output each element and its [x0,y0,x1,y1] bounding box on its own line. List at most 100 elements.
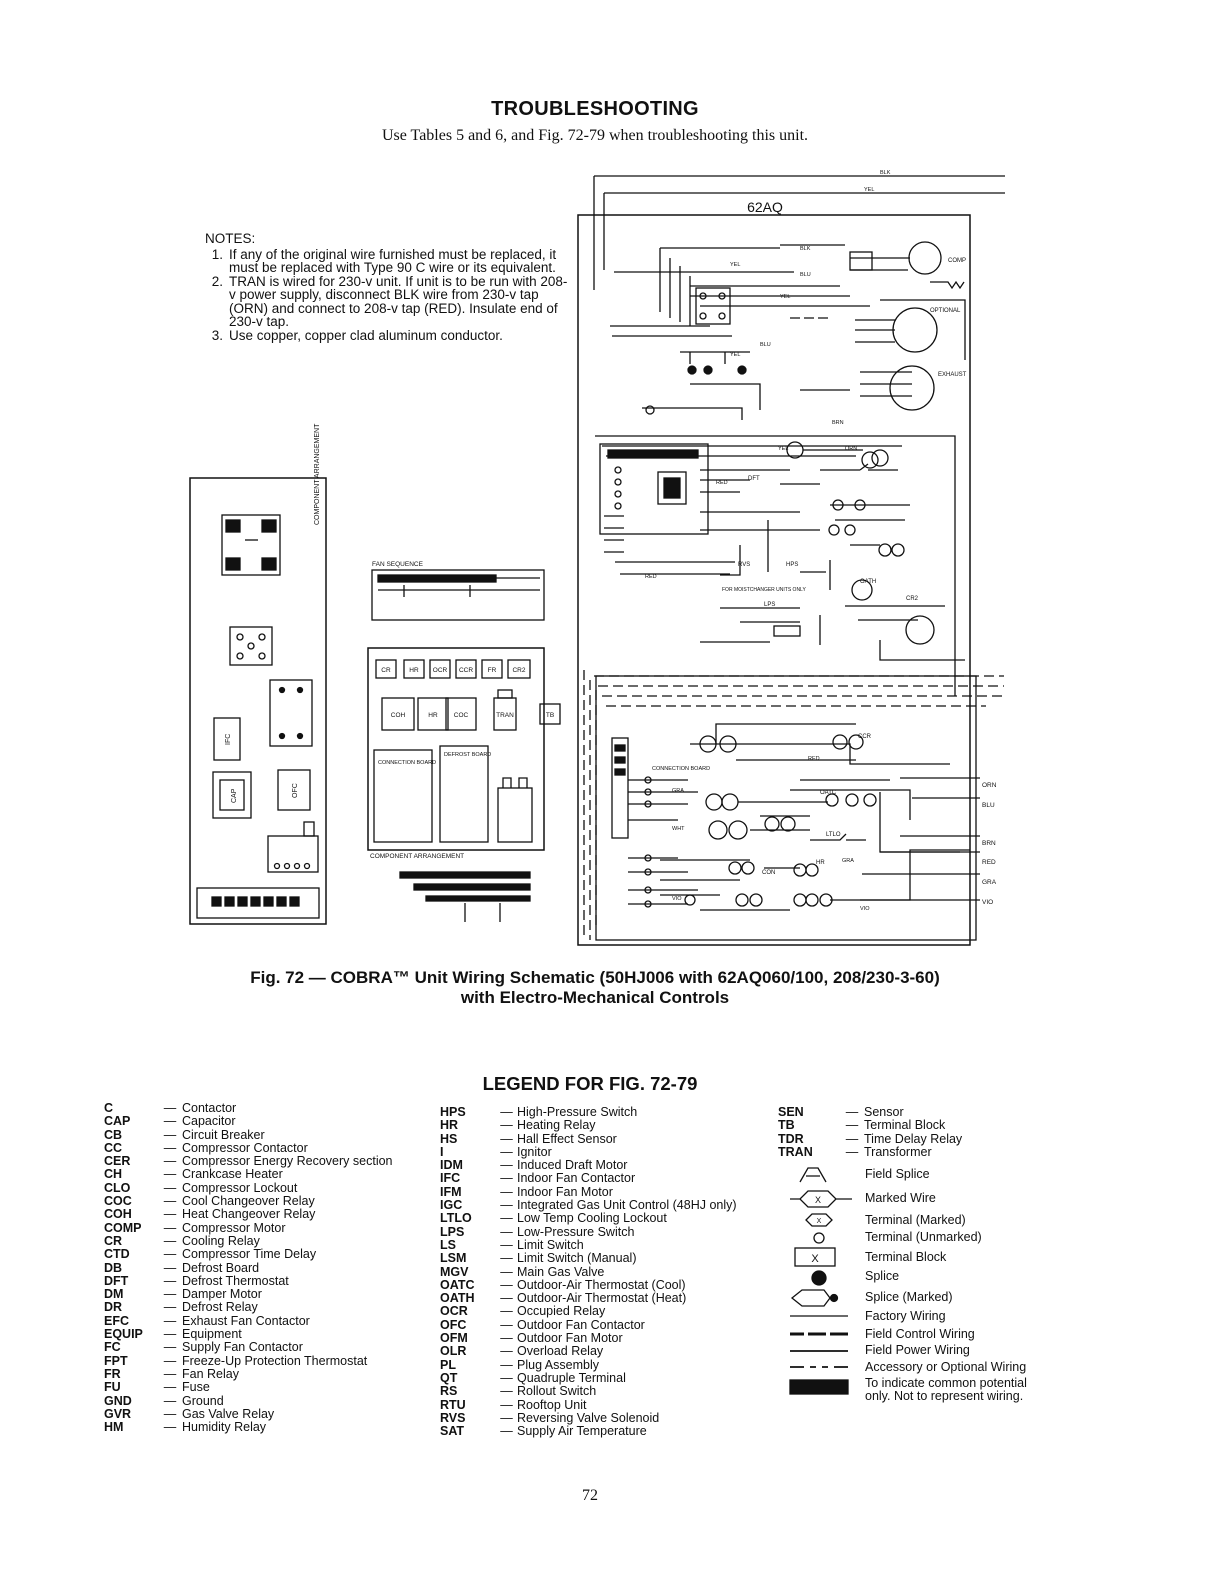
legend-abbr: CH [104,1167,123,1182]
legend-dash: — [163,1247,177,1262]
legend-dash: — [163,1406,177,1421]
legend-row: LSM—Limit Switch (Manual) [440,1251,737,1265]
schematic-main: 62AQ COMP OPTIONAL EXHAUST [577,170,1005,946]
legend-dash: — [500,1171,513,1186]
legend-title: LEGEND FOR FIG. 72-79 [482,1073,698,1094]
legend-abbr: IFC [440,1171,461,1186]
legend-row: FU—Fuse [104,1380,393,1395]
legend-dash: — [163,1353,177,1368]
terminal-marked-symbol [805,1213,833,1227]
legend-dash: — [500,1370,513,1385]
symbol-label-splice: Splice [865,1269,900,1283]
legend-abbr: SEN [778,1105,804,1119]
legend-dash: — [500,1317,513,1332]
legend-desc: Supply Fan Contactor [182,1340,303,1355]
legend-abbr: RVS [440,1410,466,1425]
wire-label-wht: WHT [672,826,685,832]
legend-desc: Outdoor-Air Thermostat (Heat) [517,1291,687,1306]
legend-abbr: LPS [440,1224,465,1239]
legend-desc: Outdoor Fan Motor [517,1331,623,1346]
cr2-label: CR2 [906,596,919,602]
ifc-label: IFC [225,734,232,745]
defrost-board-label: DEFROST BOARD [444,752,491,758]
legend-abbr: DFT [104,1273,129,1288]
legend-abbr: EQUIP [104,1327,143,1342]
legend-dash: — [500,1158,513,1173]
legend-dash: — [500,1291,513,1306]
legend-row: CH—Crankcase Heater [104,1167,393,1182]
legend-abbr: LS [440,1237,456,1252]
component-arrangement-panel: COMPONENT ARRANGEMENT IFC CAP OFC [189,423,327,925]
edge-label-red: RED [982,859,996,866]
legend-desc: Low Temp Cooling Lockout [517,1211,667,1226]
legend-abbr: DR [104,1300,123,1315]
legend-row: FPT—Freeze-Up Protection Thermostat [104,1353,393,1368]
legend-row: IGC—Integrated Gas Unit Control (48HJ on… [440,1198,737,1213]
legend-row: HR—Heating Relay [440,1118,737,1133]
legend-abbr: CC [104,1140,123,1155]
legend-row: RVS—Reversing Valve Solenoid [440,1410,737,1425]
legend-row: COC—Cool Changeover Relay [104,1194,393,1209]
legend-desc: Plug Assembly [517,1357,599,1372]
legend-dash: — [500,1304,513,1319]
rvs-label: RVS [738,562,750,568]
legend-dash: — [500,1331,513,1346]
legend-abbr: HR [440,1118,459,1133]
legend-row: CLO—Compressor Lockout [104,1181,393,1195]
legend-desc: Sensor [864,1105,904,1119]
legend-row: GVR—Gas Valve Relay [104,1406,393,1421]
legend-desc: Induced Draft Motor [517,1158,628,1173]
legend-abbr: COC [104,1194,132,1209]
page-subtitle: Use Tables 5 and 6, and Fig. 72-79 when … [381,127,809,144]
wire-label-red: RED [808,756,820,762]
legend-dash: — [500,1118,513,1133]
contactor-tran-label: TRAN [496,712,514,719]
legend-row: OATH—Outdoor-Air Thermostat (Heat) [440,1291,737,1306]
legend-dash: — [163,1340,177,1355]
legend-dash: — [163,1366,177,1381]
splice-symbol [811,1270,827,1286]
note-number: 2. [211,273,223,289]
splice-marked-symbol [790,1289,831,1307]
symbol-label-common-potential: To indicate common potential only. Not t… [865,1376,1027,1403]
legend-row: COH—Heat Changeover Relay [104,1207,393,1222]
legend-desc: Time Delay Relay [864,1131,963,1146]
legend-row: LTLO—Low Temp Cooling Lockout [440,1211,737,1226]
legend-abbr: IDM [440,1158,463,1173]
legend-row: OFM—Outdoor Fan Motor [440,1331,737,1346]
legend-desc: Defrost Relay [182,1300,258,1315]
legend-dash: — [500,1277,513,1292]
contactor-tb-label: TB [546,712,554,719]
legend-desc: Indoor Fan Contactor [517,1171,636,1186]
legend-desc: Cool Changeover Relay [182,1194,315,1209]
legend-dash: — [845,1144,859,1159]
legend-dash: — [163,1380,177,1395]
relay-cr-label: CR [381,667,391,674]
legend-abbr: IGC [440,1198,463,1213]
legend-abbr: COH [104,1207,132,1222]
wire-label-yel: YEL [864,187,874,193]
legend-abbr: RTU [440,1397,466,1412]
wire-label-blk: BLK [800,246,811,252]
legend-dash: — [163,1327,177,1342]
legend-symbol-graphics: X X X [789,1167,852,1395]
legend-desc: Low-Pressure Switch [517,1224,635,1239]
legend-abbr: FPT [104,1353,128,1368]
legend-row: CER—Compressor Energy Recovery section [104,1154,393,1168]
legend-row: OFC—Outdoor Fan Contactor [440,1317,737,1332]
legend-row: TB—Terminal Block [778,1118,962,1132]
legend-dash: — [500,1344,513,1359]
legend-row: HM—Humidity Relay [104,1420,393,1435]
legend-dash: — [163,1420,177,1435]
legend-row: RS—Rollout Switch [440,1384,737,1398]
wire-label-vio: VIO [860,906,870,912]
hr-relay-label: HR [816,860,825,866]
legend-desc: Circuit Breaker [182,1127,265,1142]
legend-row: IFC — Indoor Fan Contactor [440,1171,737,1186]
fan-sequence-label: FAN SEQUENCE [372,561,424,568]
legend-desc: Transformer [864,1144,932,1159]
legend-dash: — [500,1184,513,1199]
legend-dash: — [500,1264,513,1279]
ofc-label: OFC [292,783,299,798]
